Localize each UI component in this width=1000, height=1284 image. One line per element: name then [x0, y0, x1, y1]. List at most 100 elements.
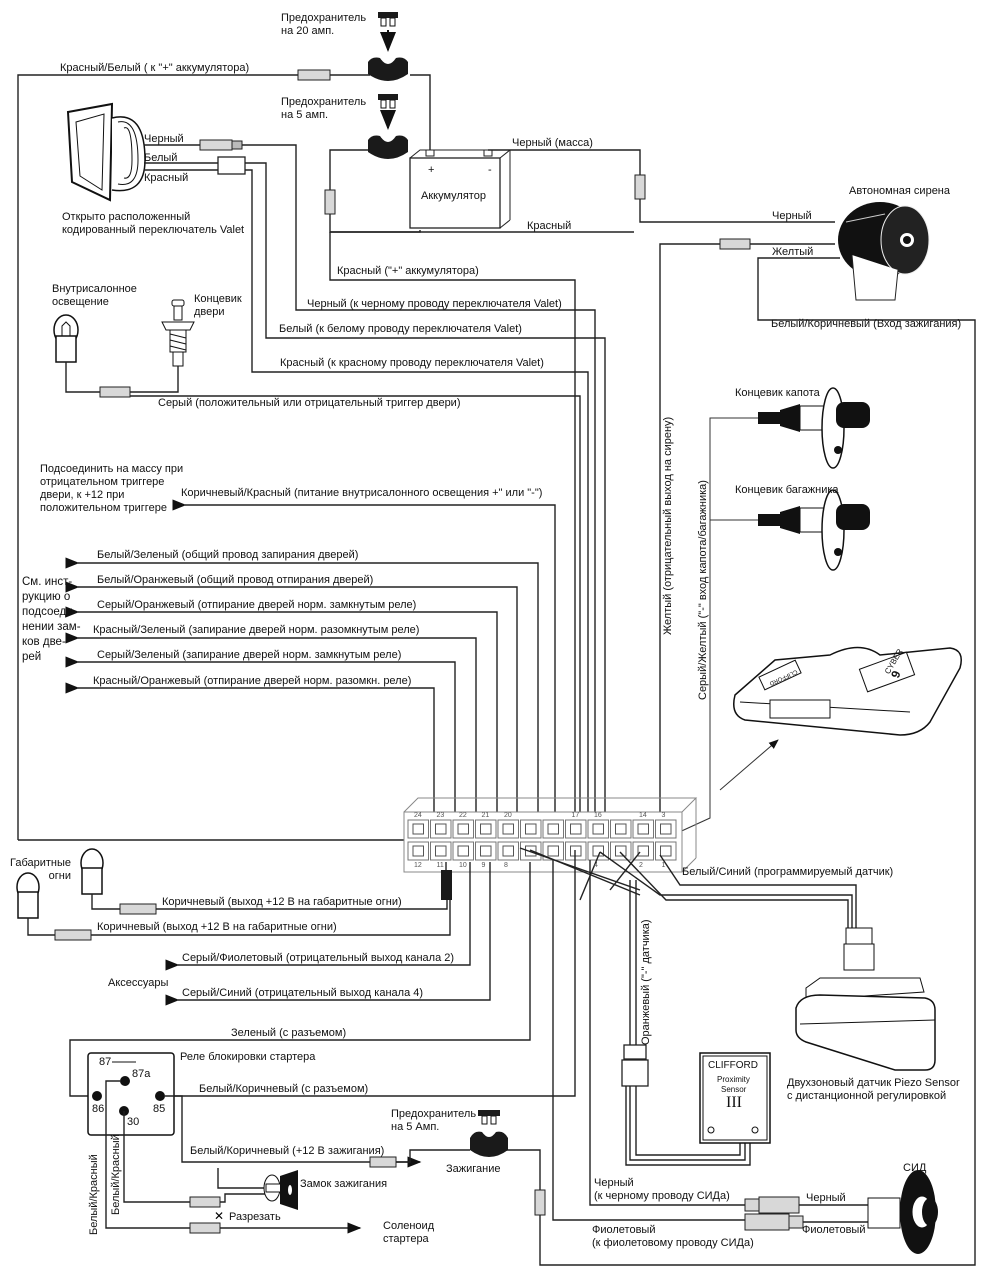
wire-label-white-brown-relay: Белый/Коричневый (с разъемом): [199, 1083, 369, 1095]
interior-lamp-icon: [53, 314, 79, 363]
connector-pin-socket: [615, 845, 627, 857]
connector-pin-socket: [660, 823, 672, 835]
connector-pin-socket: [547, 845, 559, 857]
piezo-sensor-icon: [795, 927, 936, 1071]
wire-label-grey-blue: Серый/Синий (отрицательный выход канала …: [182, 987, 424, 999]
parking-lights-label: Габаритные огни: [10, 857, 72, 882]
connector-pin-socket: [570, 845, 582, 857]
proximity-brand: CLIFFORD: [708, 1060, 758, 1071]
relay-pin-30: 30: [127, 1116, 140, 1128]
pointer-arrow: [719, 739, 779, 791]
fuse-5a-label: Предохранитель на 5 амп.: [281, 96, 367, 121]
connector-pin-socket: [502, 845, 514, 857]
wire-label-red: Красный: [527, 220, 572, 232]
wire-black-led: [589, 860, 745, 1206]
connector-pin-number: 4: [594, 862, 598, 869]
door-lock-wire-label: Красный/Зеленый (запирание дверей норм. …: [93, 624, 420, 636]
dome-light-note: Подсоединить на массу при отрицательном …: [40, 463, 184, 514]
connector-pin-socket: [615, 823, 627, 835]
hood-switch-icon: [758, 387, 870, 469]
fuse-20a-label: Предохранитель на 20 амп.: [281, 12, 367, 37]
wire-label-brown-1: Коричневый (выход +12 В на габаритные ог…: [162, 896, 402, 908]
fuse-5a-ignition-icon: [470, 1110, 508, 1157]
wire-white-blue: [659, 854, 857, 930]
proximity-line2: Sensor: [721, 1085, 747, 1094]
door-lock-wire-label: Серый/Зеленый (запирание дверей норм. за…: [97, 649, 402, 661]
wire-label-grey-violet: Серый/Фиолетовый (отрицательный выход ка…: [182, 952, 455, 964]
connector-pin-number: 8: [504, 862, 508, 869]
wire-label-black-led: Черный (к черному проводу СИДа): [594, 1177, 730, 1202]
wire-label-white-valet: Белый (к белому проводу переключателя Va…: [279, 323, 522, 335]
led-icon: [867, 1170, 938, 1254]
connector-pin-socket: [457, 845, 469, 857]
valet-switch-icon: [66, 102, 146, 202]
connector-pin-socket: [637, 845, 649, 857]
door-locks-note: См. инст- рукцию о подсоеди- нении зам- …: [22, 576, 81, 663]
trunk-switch-icon: [758, 489, 870, 571]
wire-valet-red: [245, 169, 589, 850]
connector-pin-socket: [592, 823, 604, 835]
wire-label-orange-sensor: Оранжевый ("-" датчика): [640, 919, 652, 1045]
ignition-lock-icon: [263, 1170, 298, 1210]
interior-lamp-label: Внутрисалонное освещение: [52, 283, 137, 308]
connector-pin-number: 17: [571, 812, 580, 819]
relay-pin-87: 87: [99, 1056, 112, 1068]
connector-pin-socket: [525, 823, 537, 835]
door-lock-wires: [65, 557, 539, 850]
connector-pin-number: 10: [459, 862, 467, 869]
accessories-label: Аксессуары: [108, 977, 169, 989]
valet-wire-white: Белый: [144, 152, 178, 164]
wire-label-grey-yellow: Серый/Желтый ("-" вход капота/багажника): [697, 480, 709, 700]
wire-white-brown-ignition: [539, 257, 976, 1266]
wire-red-plus: [329, 232, 576, 850]
siren-wire-ignition: Белый/Коричневый (Вход зажигания): [771, 318, 962, 330]
wire-grey-violet: [165, 862, 471, 971]
connector-pin-socket: [435, 823, 447, 835]
wire-label-black-ground: Черный (масса): [512, 137, 593, 149]
siren-wire-yellow: Желтый: [772, 246, 814, 258]
valet-wire-red: Красный: [144, 172, 189, 184]
cut-mark: ✕: [214, 1209, 224, 1223]
connector-pin-number: 23: [436, 812, 445, 819]
proximity-sensor-icon: [699, 1052, 771, 1144]
door-switch-icon: [161, 299, 195, 367]
proximity-model: III: [726, 1094, 742, 1111]
door-switch-label: Концевик двери: [194, 293, 242, 318]
battery-icon: [409, 149, 512, 229]
wire-label-white-red-2: Белый/Красный: [110, 1134, 122, 1215]
fuse-20a-icon: [368, 12, 408, 81]
led-wire-violet: Фиолетовый: [802, 1224, 866, 1236]
connector-pin-socket: [435, 845, 447, 857]
connector-pin-socket: [457, 823, 469, 835]
relay-pin-86: 86: [92, 1103, 105, 1115]
battery-minus-label: -: [488, 164, 492, 176]
trunk-switch-label: Концевик багажника: [735, 484, 839, 496]
connector-pin-socket: [637, 823, 649, 835]
wire-label-brown-red: Коричневый/Красный (питание внутрисалонн…: [181, 487, 543, 499]
connector-pin-socket: [502, 823, 514, 835]
fuse-5a-icon: [368, 94, 408, 159]
wire-grey-door: [65, 362, 100, 393]
door-lock-wire-label: Серый/Оранжевый (отпирание дверей норм. …: [97, 599, 417, 611]
connector-pin-socket: [570, 823, 582, 835]
led-title: СИД: [903, 1162, 927, 1174]
wire-label-brown-2: Коричневый (выход +12 В на габаритные ог…: [97, 921, 337, 933]
wire-label-white-red: Белый/Красный: [88, 1154, 100, 1235]
connector-pin-socket: [480, 845, 492, 857]
wire-label-red-valet: Красный (к красному проводу переключател…: [280, 357, 544, 369]
connector-pin-socket: [480, 823, 492, 835]
connector-pin-number: 22: [459, 812, 467, 819]
hood-switch-label: Концевик капота: [735, 387, 820, 399]
cut-label: Разрезать: [229, 1211, 281, 1223]
proximity-line1: Proximity: [717, 1075, 750, 1084]
inline-fuse: [324, 189, 336, 215]
connector-cells: [407, 819, 677, 861]
battery-plus-label: +: [428, 164, 435, 176]
wire-label-green: Зеленый (с разъемом): [231, 1027, 347, 1039]
battery-label: Аккумулятор: [421, 190, 486, 202]
inline-connector: [297, 69, 331, 81]
ignition-label: Зажигание: [446, 1163, 501, 1175]
wire-label-grey-door: Серый (положительный или отрицательный т…: [158, 397, 461, 409]
fuse-5a-ignition-label: Предохранитель на 5 Амп.: [391, 1108, 477, 1133]
